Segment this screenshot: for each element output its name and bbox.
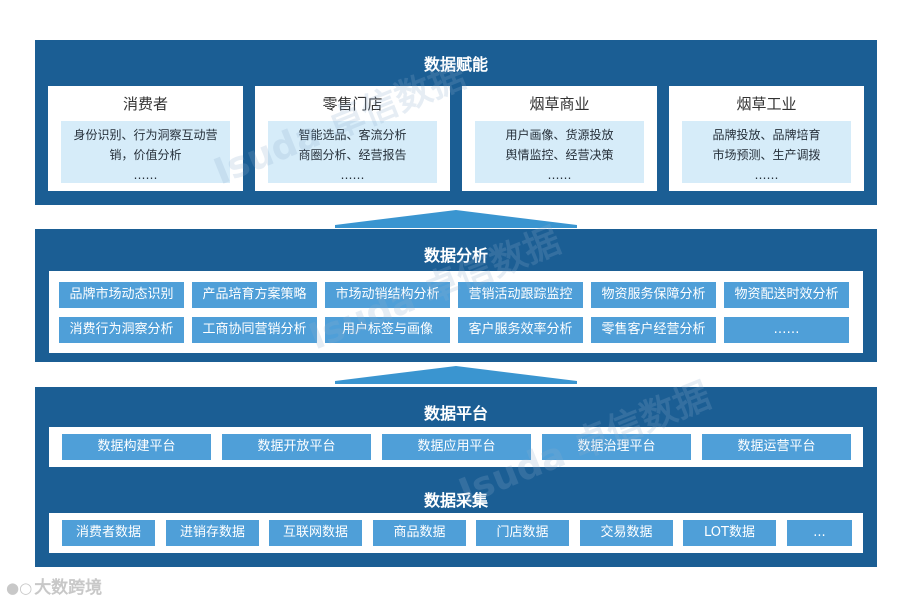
card-line: 品牌投放、品牌培育: [712, 128, 821, 142]
collect-chip: 商品数据: [373, 520, 466, 546]
card-tobacco-industry: 烟草工业 品牌投放、品牌培育 市场预测、生产调拨 ……: [669, 86, 864, 191]
collect-panel: 消费者数据 进销存数据 互联网数据 商品数据 门店数据 交易数据 LOT数据 .…: [49, 513, 863, 553]
platform-panel: 数据构建平台 数据开放平台 数据应用平台 数据治理平台 数据运营平台: [49, 427, 863, 467]
analysis-chip: 物资配送时效分析: [724, 282, 849, 308]
collect-chip: 门店数据: [476, 520, 569, 546]
analysis-chip: 营销活动跟踪监控: [458, 282, 583, 308]
card-line: 用户画像、货源投放: [505, 128, 614, 142]
collect-chip: LOT数据: [683, 520, 776, 546]
card-detail: 身份识别、行为洞察互动营 销，价值分析 ……: [61, 121, 230, 183]
card-detail: 品牌投放、品牌培育 市场预测、生产调拨 ……: [682, 121, 851, 183]
platform-chip: 数据开放平台: [222, 434, 371, 460]
platform-chip: 数据运营平台: [702, 434, 851, 460]
empower-title: 数据赋能: [423, 55, 488, 74]
analysis-chip: 零售客户经营分析: [591, 317, 716, 343]
platform-chip: 数据治理平台: [542, 434, 691, 460]
card-title: 消费者: [122, 95, 168, 113]
analysis-chip: 工商协同营销分析: [192, 317, 317, 343]
collect-chip: ...: [787, 520, 852, 546]
card-line: 舆情监控、经营决策: [505, 148, 614, 162]
analysis-chip: 市场动销结构分析: [325, 282, 450, 308]
logo-mark-icon: ●○: [6, 579, 33, 597]
platform-title: 数据平台: [423, 404, 488, 423]
arrow-base: [335, 225, 577, 228]
analysis-chip: 品牌市场动态识别: [59, 282, 184, 308]
card-line: ……: [547, 168, 572, 182]
up-arrow-icon: [335, 210, 577, 225]
card-title: 烟草商业: [529, 95, 590, 113]
collect-title: 数据采集: [423, 491, 488, 510]
card-line: 商圈分析、经营报告: [298, 148, 407, 162]
empower-band: 数据赋能 消费者 身份识别、行为洞察互动营 销，价值分析 …… 零售门店 智能选…: [35, 40, 877, 205]
card-line: 销，价值分析: [109, 148, 182, 162]
collect-chip: 进销存数据: [166, 520, 259, 546]
card-title: 零售门店: [322, 95, 383, 113]
card-line: 智能选品、客流分析: [298, 128, 407, 142]
analysis-chip: 客户服务效率分析: [458, 317, 583, 343]
card-line: ……: [133, 168, 158, 182]
analysis-chip: ……: [724, 317, 849, 343]
card-title: 烟草工业: [736, 95, 797, 113]
card-detail: 用户画像、货源投放 舆情监控、经营决策 ……: [475, 121, 644, 183]
platform-chip: 数据应用平台: [382, 434, 531, 460]
card-retail-store: 零售门店 智能选品、客流分析 商圈分析、经营报告 ……: [255, 86, 450, 191]
analysis-chip: 消费行为洞察分析: [59, 317, 184, 343]
analysis-chip: 产品培育方案策略: [192, 282, 317, 308]
collect-chip: 互联网数据: [269, 520, 362, 546]
card-tobacco-commerce: 烟草商业 用户画像、货源投放 舆情监控、经营决策 ……: [462, 86, 657, 191]
analysis-chip: 用户标签与画像: [325, 317, 450, 343]
analysis-title: 数据分析: [423, 246, 488, 265]
platform-chip: 数据构建平台: [62, 434, 211, 460]
analysis-panel: 品牌市场动态识别 产品培育方案策略 市场动销结构分析 营销活动跟踪监控 物资服务…: [49, 271, 863, 353]
up-arrow-icon: [335, 366, 577, 381]
card-line: 身份识别、行为洞察互动营: [73, 128, 218, 142]
card-line: ……: [340, 168, 365, 182]
platform-band: 数据平台 数据构建平台 数据开放平台 数据应用平台 数据治理平台 数据运营平台 …: [35, 387, 877, 567]
card-detail: 智能选品、客流分析 商圈分析、经营报告 ……: [268, 121, 437, 183]
card-line: ……: [754, 168, 779, 182]
collect-chip: 消费者数据: [62, 520, 155, 546]
card-consumer: 消费者 身份识别、行为洞察互动营 销，价值分析 ……: [48, 86, 243, 191]
logo-text: 大数跨境: [34, 578, 103, 598]
card-line: 市场预测、生产调拨: [712, 148, 821, 162]
arrow-base: [335, 381, 577, 384]
analysis-band: 数据分析 品牌市场动态识别 产品培育方案策略 市场动销结构分析 营销活动跟踪监控…: [35, 229, 877, 362]
brand-logo: ●○大数跨境: [6, 573, 102, 598]
analysis-chip: 物资服务保障分析: [591, 282, 716, 308]
collect-chip: 交易数据: [580, 520, 673, 546]
